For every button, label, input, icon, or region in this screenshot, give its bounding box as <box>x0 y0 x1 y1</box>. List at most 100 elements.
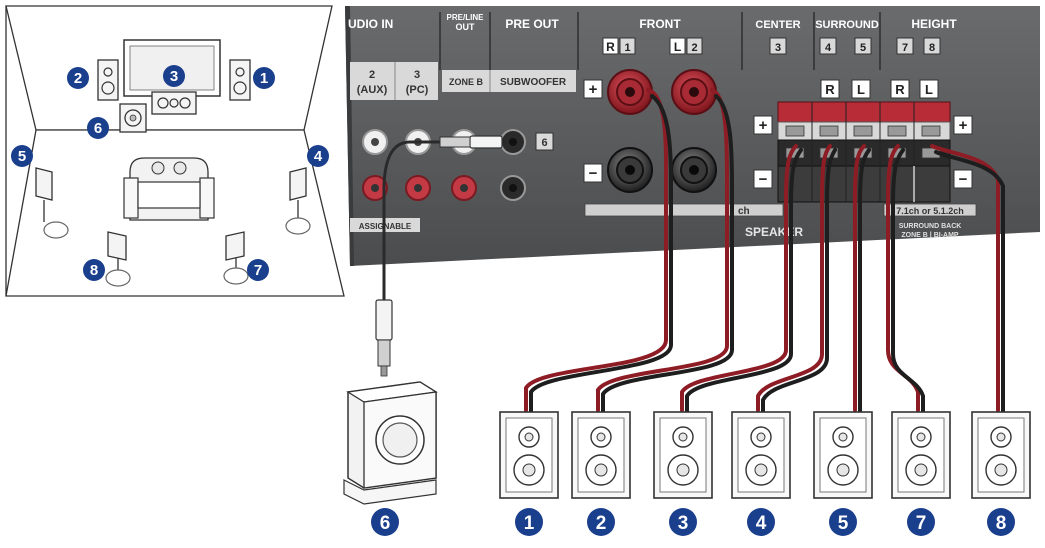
cable-height-r <box>886 144 925 414</box>
front-labels: R 1 L 2 <box>602 37 703 55</box>
svg-text:R: R <box>606 40 615 54</box>
svg-text:8: 8 <box>996 513 1007 534</box>
speaker-height-l-unit <box>971 411 1031 499</box>
subwoofer-rca-cable <box>375 135 503 377</box>
cable-front-r <box>524 88 674 414</box>
bottom-badges: 6 1 2 3 4 5 7 8 <box>371 508 1015 536</box>
cable-surround-r <box>756 144 837 414</box>
svg-text:7: 7 <box>902 42 908 54</box>
input-3-name: (PC) <box>406 84 429 96</box>
room-badge-3: 3 <box>163 65 185 87</box>
subwoofer-jack-2 <box>500 175 526 201</box>
speakers-label: SPEAKER <box>745 225 803 239</box>
room-subwoofer-icon <box>119 103 147 133</box>
room-badge-5: 5 <box>11 145 33 167</box>
subwoofer-terminal-number: 6 <box>535 132 554 151</box>
front-minus-sign: − <box>583 163 603 183</box>
height-header: HEIGHT <box>911 17 957 31</box>
bottom-badge-1: 1 <box>515 508 543 536</box>
input-2-num: 2 <box>369 69 375 81</box>
speaker-front-l-unit <box>571 411 631 499</box>
svg-text:4: 4 <box>825 42 832 54</box>
preline-out-header: PRE/LINE <box>447 13 485 22</box>
svg-text:1: 1 <box>624 42 630 54</box>
sofa-icon <box>123 157 215 221</box>
svg-text:1: 1 <box>260 70 268 87</box>
speaker-surround-r-unit <box>731 411 791 499</box>
strip-ch-label: ch <box>738 206 750 217</box>
height-rl-labels: R L <box>890 79 939 99</box>
surround-back-label: SURROUND BACK <box>899 223 962 230</box>
rca-jack-pc-red <box>405 175 431 201</box>
room-illustration: 1 2 3 4 5 6 7 8 <box>5 5 345 297</box>
bottom-speaker-row <box>499 411 1031 499</box>
room-badge-8: 8 <box>83 259 105 281</box>
svg-text:−: − <box>589 165 598 182</box>
surround-rl-labels: R L <box>820 79 871 99</box>
svg-text:7: 7 <box>254 262 262 279</box>
block-minus-right: − <box>953 169 973 189</box>
svg-text:−: − <box>759 171 768 188</box>
speaker-height-r-unit <box>891 411 951 499</box>
svg-text:5: 5 <box>18 148 26 165</box>
pre-out-header: PRE OUT <box>505 17 559 31</box>
block-plus-right: + <box>953 115 973 135</box>
svg-text:2: 2 <box>596 513 607 534</box>
panel-headers: UDIO IN PRE/LINE OUT PRE OUT FRONT CENTE… <box>348 12 957 70</box>
front-right-speaker-icon <box>229 59 251 101</box>
svg-text:5: 5 <box>860 42 866 54</box>
front-l-minus-terminal <box>671 147 717 193</box>
svg-text:L: L <box>857 82 865 97</box>
bottom-badge-3: 3 <box>669 508 697 536</box>
room-badge-4: 4 <box>307 145 329 167</box>
room-badge-6: 6 <box>87 117 109 139</box>
panel-left-edge <box>345 6 354 266</box>
rca-jack-aux-white <box>362 129 388 155</box>
speaker-8-icon <box>105 231 131 287</box>
room-badge-2: 2 <box>67 67 89 89</box>
rca-jack-aux-red <box>362 175 388 201</box>
preout-label-box <box>442 70 576 92</box>
svg-text:+: + <box>959 117 968 134</box>
front-left-speaker-icon <box>97 59 119 101</box>
svg-text:+: + <box>759 117 768 134</box>
zone-b-label: ZONE B <box>449 77 484 87</box>
svg-text:L: L <box>925 82 933 97</box>
svg-text:7: 7 <box>916 513 927 534</box>
bottom-badge-6: 6 <box>371 508 399 536</box>
svg-text:3: 3 <box>170 68 178 85</box>
cable-center <box>680 144 803 414</box>
front-r-plus-terminal <box>607 69 653 115</box>
room-badge-7: 7 <box>247 259 269 281</box>
center-number: 3 <box>769 37 787 55</box>
svg-text:3: 3 <box>775 42 781 54</box>
svg-text:2: 2 <box>691 42 697 54</box>
audio-in-header: UDIO IN <box>348 17 393 31</box>
svg-text:2: 2 <box>74 70 82 87</box>
bottom-badge-4: 4 <box>747 508 775 536</box>
bottom-badge-2: 2 <box>587 508 615 536</box>
input-label-box <box>350 62 438 100</box>
preline-out-header-2: OUT <box>456 22 476 32</box>
speaker-cables <box>524 88 1005 414</box>
speaker-center-unit <box>653 411 713 499</box>
surround-header: SURROUND <box>815 19 879 31</box>
block-plus-left: + <box>753 115 773 135</box>
subwoofer-jack-1 <box>500 129 526 155</box>
svg-text:L: L <box>674 40 681 54</box>
speaker-7-icon <box>223 231 249 285</box>
front-r-minus-terminal <box>607 147 653 193</box>
height-numbers: 7 8 <box>896 37 941 55</box>
input-3-num: 3 <box>414 69 420 81</box>
bottom-badge-8: 8 <box>987 508 1015 536</box>
svg-text:4: 4 <box>314 148 323 165</box>
svg-text:8: 8 <box>929 42 935 54</box>
svg-text:+: + <box>589 81 598 98</box>
cable-surround-l <box>853 144 871 414</box>
svg-text:5: 5 <box>838 513 849 534</box>
front-l-plus-terminal <box>671 69 717 115</box>
svg-text:6: 6 <box>541 137 547 149</box>
spring-terminal-block <box>777 101 951 203</box>
svg-text:R: R <box>895 82 905 97</box>
